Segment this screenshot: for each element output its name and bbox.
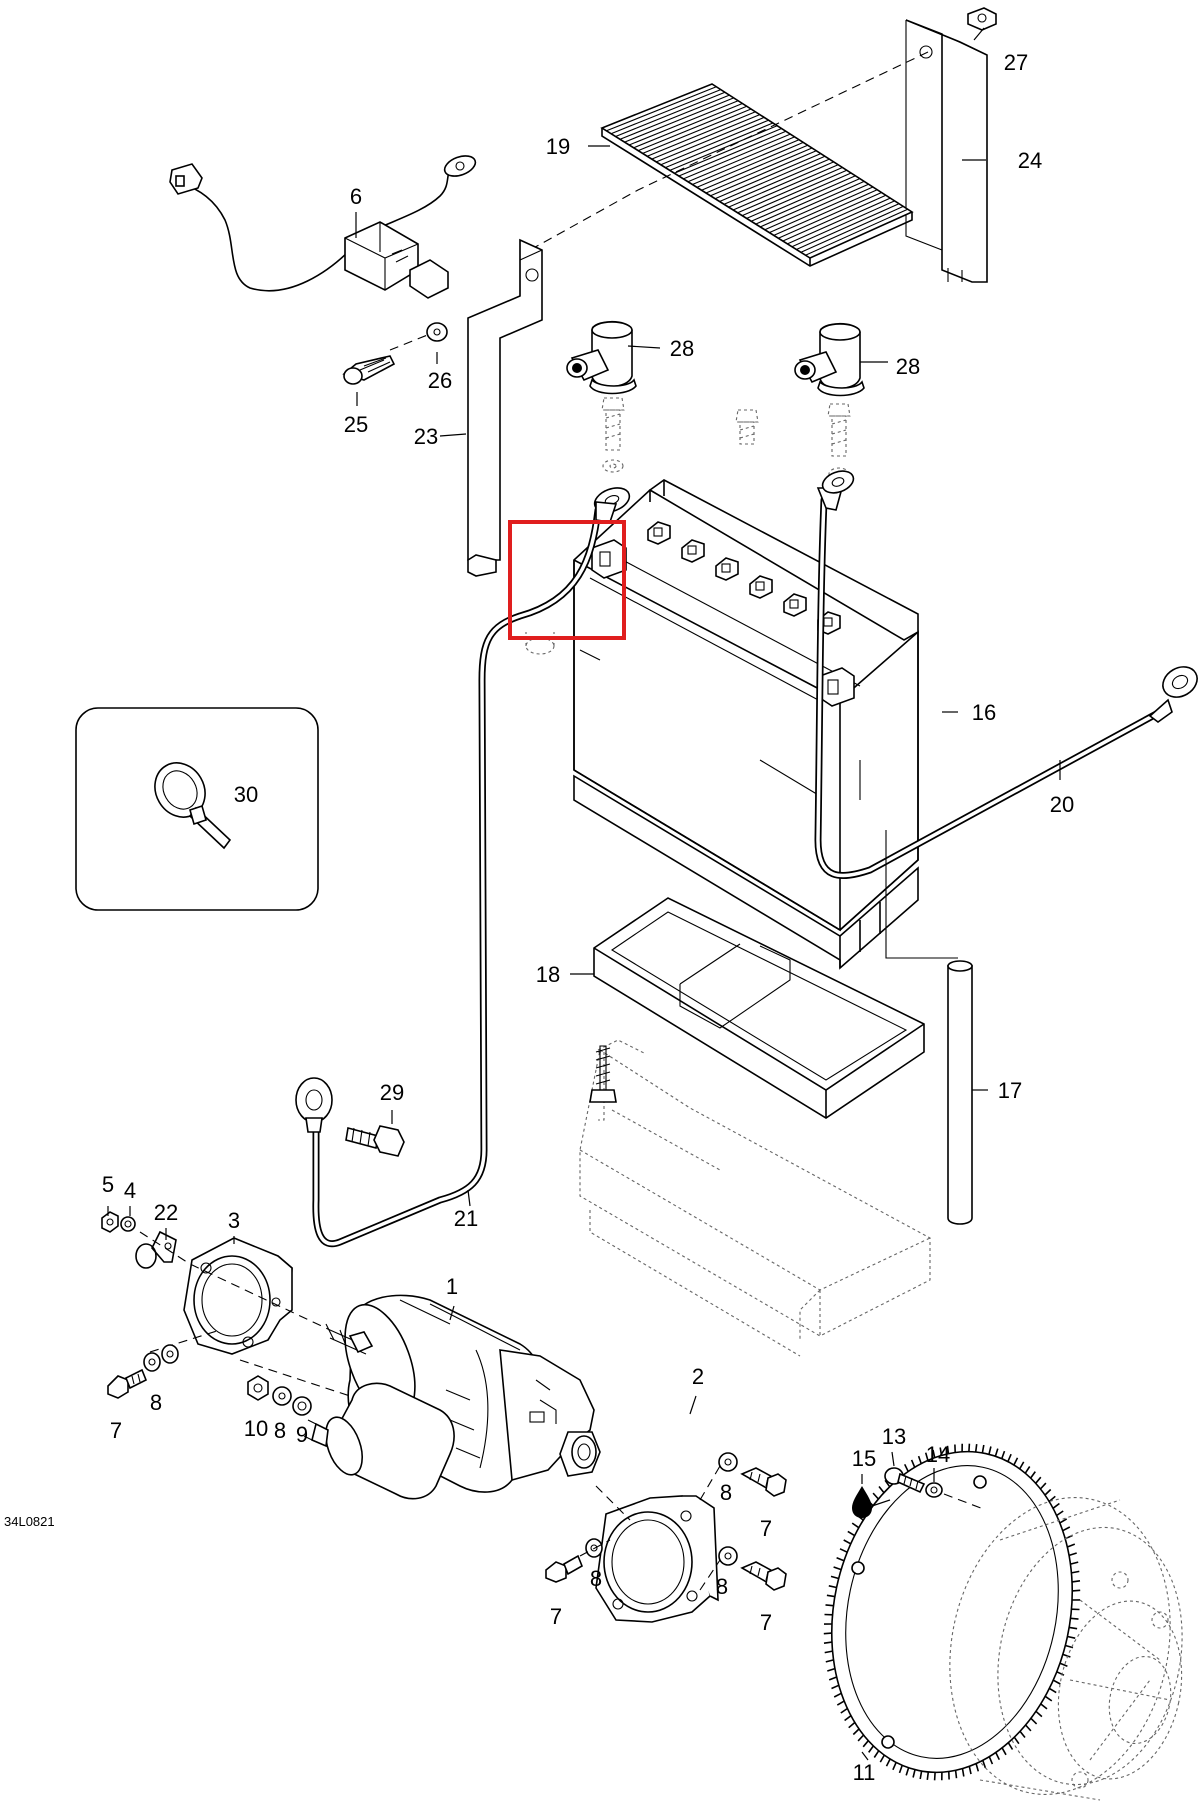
callout-7-right-1: 7 (760, 1516, 772, 1541)
callout-26: 26 (428, 368, 452, 393)
callout-9: 9 (296, 1422, 308, 1447)
callout-7-bottom: 7 (550, 1604, 562, 1629)
starter-mount-plate-2 (595, 1495, 719, 1623)
tray-mount-stud (589, 1045, 617, 1103)
flywheel-ring-gear (823, 1443, 1183, 1801)
bolt-7-r2 (740, 1561, 787, 1591)
battery-cover-plate (600, 83, 914, 267)
callout-7-left: 7 (110, 1418, 122, 1443)
washer-8-left-b (161, 1344, 179, 1364)
cover-rib-lines (606, 86, 908, 256)
starter-mount-plate-3 (183, 1237, 293, 1355)
callout-22: 22 (154, 1200, 178, 1225)
cell-cap-slot (687, 545, 697, 555)
nut-27 (967, 7, 997, 31)
terminal-boot-positive (566, 320, 637, 395)
callout-28-right: 28 (896, 354, 920, 379)
callout-7-right-2: 7 (760, 1610, 772, 1635)
washer-9 (292, 1396, 312, 1416)
washer-8-r2 (718, 1546, 738, 1566)
thread-locker-drop-icon (852, 1486, 891, 1518)
cell-cap-slot (653, 527, 663, 537)
cell-cap-slot (789, 599, 799, 609)
cell-cap-slot (755, 581, 765, 591)
bolt-7-r1 (740, 1467, 787, 1497)
callout-21: 21 (454, 1206, 478, 1231)
callout-25: 25 (344, 412, 368, 437)
callout-13: 13 (882, 1424, 906, 1449)
hold-down-bracket-long (905, 19, 988, 283)
callout-14: 14 (926, 1442, 950, 1467)
callout-2: 2 (692, 1364, 704, 1389)
callout-8-mid: 8 (274, 1418, 286, 1443)
bolt-25 (342, 355, 396, 385)
cell-cap-slot (721, 563, 731, 573)
callout-23: 23 (414, 424, 438, 449)
assembly-line (699, 1465, 721, 1501)
callout-8-left: 8 (150, 1390, 162, 1415)
washer-4 (120, 1216, 136, 1232)
callout-3: 3 (228, 1208, 240, 1233)
callout-8-right-1: 8 (720, 1480, 732, 1505)
washer-8-r1 (718, 1452, 738, 1472)
starter-motor (303, 1294, 601, 1500)
starter-cable (295, 487, 631, 1248)
callout-10: 10 (244, 1416, 268, 1441)
fuse-holder-harness (169, 155, 477, 299)
bolt-7-left (107, 1368, 148, 1399)
callout-4: 4 (124, 1178, 136, 1203)
ground-cable (814, 470, 1198, 879)
callout-24: 24 (1018, 148, 1042, 173)
battery (573, 479, 919, 970)
callout-5: 5 (102, 1172, 114, 1197)
washer-8-mid (272, 1386, 292, 1406)
callout-28-left: 28 (670, 336, 694, 361)
assembly-line (139, 1231, 331, 1331)
gear-teeth (823, 1443, 1081, 1781)
callout-17: 17 (998, 1078, 1022, 1103)
callout-6: 6 (350, 184, 362, 209)
assembly-line (943, 1493, 987, 1511)
assembly-line (149, 1329, 221, 1353)
callout-16: 16 (972, 700, 996, 725)
screw-13 (884, 1467, 926, 1494)
bolt-29 (345, 1125, 405, 1157)
assembly-line (579, 1539, 611, 1557)
washer-8-left (143, 1352, 161, 1372)
callout-27: 27 (1004, 50, 1028, 75)
callout-1: 1 (446, 1274, 458, 1299)
tray-mount-ghost (579, 1039, 931, 1357)
callout-15: 15 (852, 1446, 876, 1471)
battery-hold-bracket (467, 238, 543, 577)
clip-ghost (525, 632, 555, 655)
assembly-line (595, 1485, 631, 1521)
callout-19: 19 (546, 134, 570, 159)
clamp-22 (135, 1230, 177, 1269)
assembly-line (699, 1559, 721, 1591)
vent-tube (885, 830, 973, 1225)
highlight-box (508, 520, 626, 640)
battery-tray (593, 897, 925, 1119)
terminal-boot-negative (794, 322, 865, 397)
bolt-7-bottom (545, 1554, 584, 1583)
nut-5 (101, 1211, 119, 1233)
callout-30: 30 (234, 782, 258, 807)
callout-leaders (107, 27, 1061, 1761)
callout-8-bottom: 8 (590, 1566, 602, 1591)
terminal-screws (601, 397, 851, 481)
callout-18: 18 (536, 962, 560, 987)
callout-29: 29 (380, 1080, 404, 1105)
callout-11: 11 (853, 1760, 876, 1785)
washer-14 (925, 1482, 943, 1498)
callout-20: 20 (1050, 792, 1074, 817)
assembly-line (239, 1359, 351, 1397)
assembly-line (529, 51, 929, 251)
callout-8-right-2: 8 (716, 1574, 728, 1599)
cable-tie-inset (75, 707, 319, 911)
nut-10 (247, 1375, 269, 1401)
document-code: 34L0821 (4, 1514, 55, 1529)
callout-labels: 1 2 3 4 5 6 7 7 7 7 8 8 8 8 8 9 10 11 13… (102, 50, 1074, 1785)
washer-26 (426, 322, 448, 342)
